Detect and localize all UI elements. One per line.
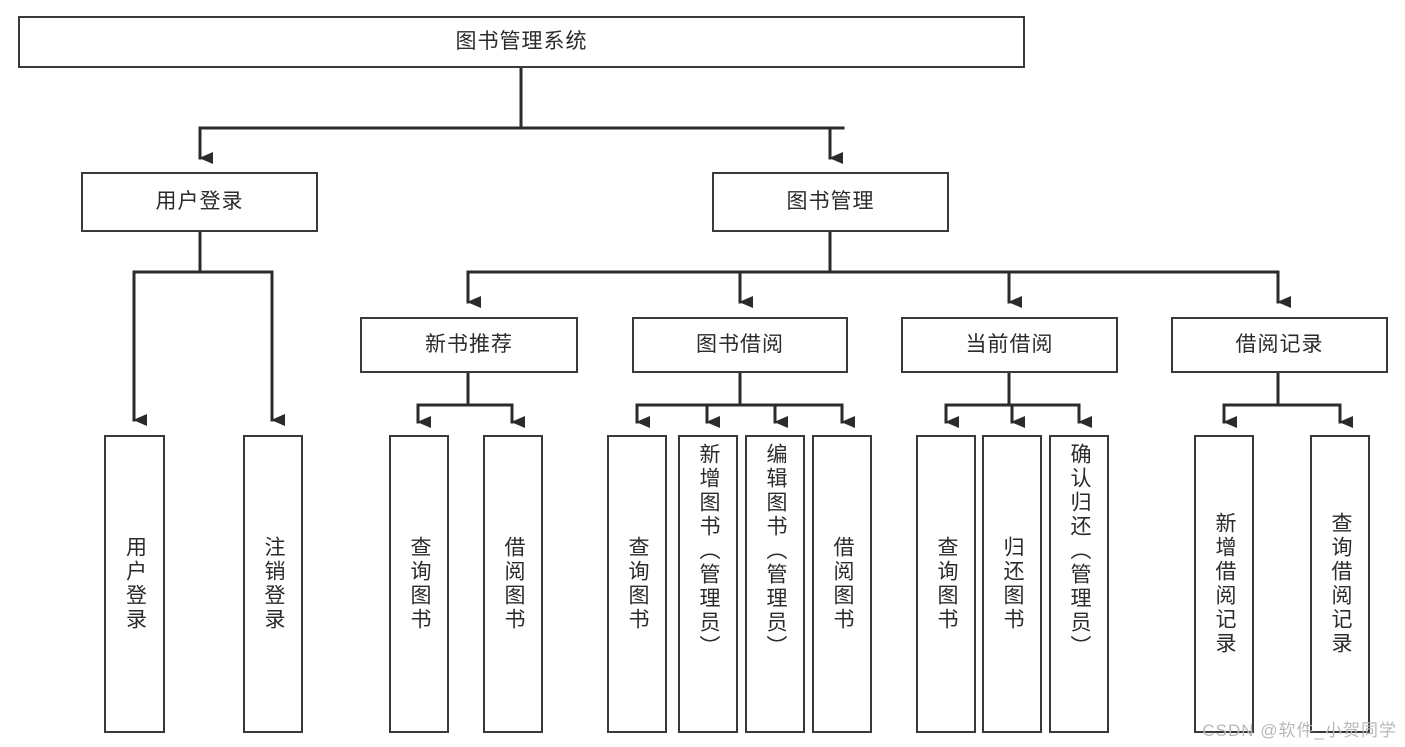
- node-leaf-confirm-return[interactable]: 确认归还（管理员）: [1049, 435, 1109, 733]
- node-borrow-record[interactable]: 借阅记录: [1171, 317, 1388, 373]
- node-leaf-add-book-label: 新增图书（管理员）: [697, 443, 721, 659]
- node-leaf-user-login-label: 用户登录: [123, 536, 147, 632]
- node-leaf-borrow-book-1-label: 借阅图书: [502, 536, 526, 632]
- node-new-book-recommend-label: 新书推荐: [425, 333, 513, 357]
- node-leaf-edit-book-label: 编辑图书（管理员）: [764, 443, 788, 659]
- node-leaf-borrow-book-2-label: 借阅图书: [831, 536, 855, 632]
- node-book-borrow-label: 图书借阅: [696, 333, 784, 357]
- node-current-borrow-label: 当前借阅: [965, 333, 1054, 357]
- node-leaf-query-record[interactable]: 查询借阅记录: [1310, 435, 1370, 733]
- node-leaf-borrow-book-2[interactable]: 借阅图书: [812, 435, 872, 733]
- node-leaf-query-book-2-label: 查询图书: [626, 536, 650, 632]
- watermark-text: CSDN @软件_小贺同学: [1202, 721, 1397, 740]
- node-leaf-add-record-label: 新增借阅记录: [1213, 512, 1237, 656]
- node-leaf-return-book[interactable]: 归还图书: [982, 435, 1042, 733]
- node-leaf-query-record-label: 查询借阅记录: [1329, 512, 1353, 656]
- node-book-borrow[interactable]: 图书借阅: [632, 317, 848, 373]
- node-root[interactable]: 图书管理系统: [18, 16, 1025, 68]
- node-leaf-logout-login-label: 注销登录: [262, 536, 286, 632]
- node-book-management-label: 图书管理: [786, 190, 875, 214]
- node-leaf-confirm-return-label: 确认归还（管理员）: [1068, 443, 1092, 659]
- node-leaf-add-book[interactable]: 新增图书（管理员）: [678, 435, 738, 733]
- node-book-management[interactable]: 图书管理: [712, 172, 949, 232]
- node-leaf-query-book-3[interactable]: 查询图书: [916, 435, 976, 733]
- node-user-login[interactable]: 用户登录: [81, 172, 318, 232]
- node-root-label: 图书管理系统: [455, 30, 588, 54]
- node-leaf-borrow-book-1[interactable]: 借阅图书: [483, 435, 543, 733]
- node-leaf-user-login[interactable]: 用户登录: [104, 435, 165, 733]
- node-leaf-logout-login[interactable]: 注销登录: [243, 435, 303, 733]
- node-leaf-query-book-1[interactable]: 查询图书: [389, 435, 449, 733]
- node-leaf-query-book-3-label: 查询图书: [935, 536, 959, 632]
- node-new-book-recommend[interactable]: 新书推荐: [360, 317, 578, 373]
- node-user-login-label: 用户登录: [155, 190, 244, 214]
- node-borrow-record-label: 借阅记录: [1235, 333, 1324, 357]
- node-current-borrow[interactable]: 当前借阅: [901, 317, 1118, 373]
- node-leaf-return-book-label: 归还图书: [1001, 536, 1025, 632]
- node-leaf-query-book-2[interactable]: 查询图书: [607, 435, 667, 733]
- node-leaf-query-book-1-label: 查询图书: [408, 536, 432, 632]
- node-leaf-add-record[interactable]: 新增借阅记录: [1194, 435, 1254, 733]
- node-leaf-edit-book[interactable]: 编辑图书（管理员）: [745, 435, 805, 733]
